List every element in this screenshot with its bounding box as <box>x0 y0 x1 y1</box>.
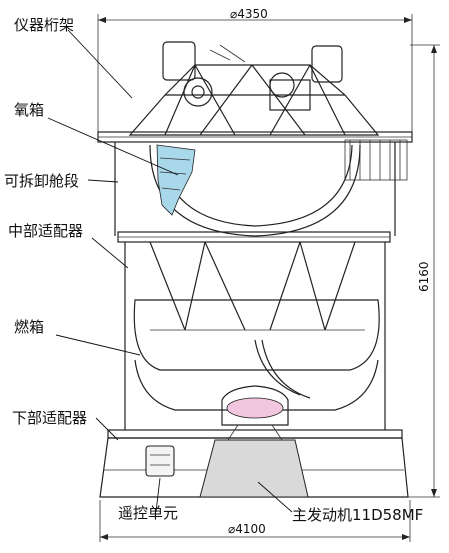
height-text: 6160 <box>417 261 431 292</box>
height-dimension: 6160 <box>400 44 440 498</box>
detachable-section <box>97 131 413 236</box>
label-detachable-section: 可拆卸舱段 <box>4 172 79 190</box>
label-oxygen-tank: 氧箱 <box>14 101 44 119</box>
leader-lines <box>47 29 293 513</box>
oxygen-tank <box>149 144 361 237</box>
label-lower-adapter: 下部适配器 <box>12 409 87 427</box>
oxygen-tank-cutaway-panel <box>156 144 196 216</box>
label-remote-control-unit: 遥控单元 <box>118 504 178 522</box>
label-main-engine: 主发动机11D58MF <box>292 506 423 524</box>
top-diameter-text: ⌀4350 <box>230 7 268 21</box>
label-middle-adapter: 中部适配器 <box>8 222 83 240</box>
remote-control-unit <box>145 445 175 477</box>
fuel-tank <box>133 299 380 411</box>
main-engine <box>199 385 309 498</box>
label-instrument-truss: 仪器桁架 <box>14 16 74 34</box>
middle-adapter <box>117 231 391 430</box>
bottom-diameter-text: ⌀4100 <box>228 522 266 536</box>
engine-glow <box>226 397 284 419</box>
label-fuel-tank: 燃箱 <box>14 318 44 336</box>
top-diameter-dimension: ⌀4350 <box>97 7 413 135</box>
instrument-truss <box>128 41 380 136</box>
bottom-diameter-dimension: ⌀4100 <box>99 500 411 542</box>
